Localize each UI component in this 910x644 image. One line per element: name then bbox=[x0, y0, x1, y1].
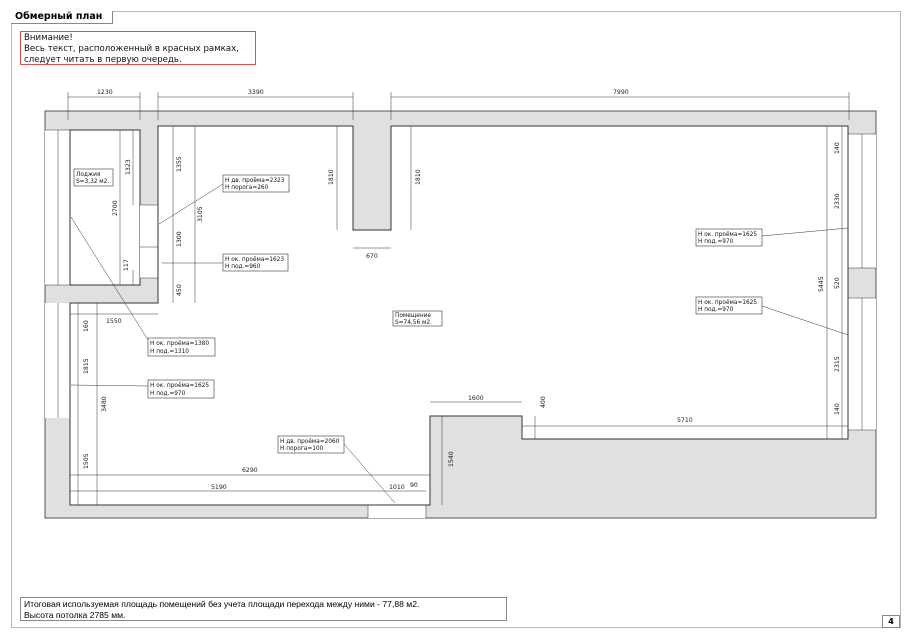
dim-label: 1010 bbox=[389, 484, 405, 491]
callout-line: Н дв. проёма=2060 bbox=[280, 439, 340, 445]
dim-label: 2330 bbox=[834, 193, 841, 209]
dimension-lines bbox=[67, 92, 850, 505]
callout-line: Н под.=970 bbox=[698, 307, 734, 313]
loggia-label-box bbox=[73, 168, 114, 187]
loggia-area: S=3,32 м2. bbox=[76, 179, 109, 185]
bottom-door-gap bbox=[368, 505, 426, 518]
dim-label: 1300 bbox=[176, 231, 183, 247]
dim-label: 5190 bbox=[211, 484, 227, 491]
dim-label: 160 bbox=[83, 320, 90, 332]
warning-line: следует читать в первую очередь. bbox=[24, 55, 182, 65]
loggia-label: Лоджия bbox=[76, 172, 100, 178]
dim-label: 1505 bbox=[83, 453, 90, 469]
dim-label: 1355 bbox=[176, 156, 183, 172]
dim-label: 3390 bbox=[248, 89, 264, 96]
loggia-opening bbox=[140, 205, 158, 278]
callout-line: Н ок. проёма=1625 bbox=[698, 300, 757, 306]
dim-label: 3105 bbox=[197, 206, 204, 222]
room-label-box bbox=[392, 310, 443, 327]
callout-line: Н под.=960 bbox=[225, 264, 261, 270]
summary-ceiling: Высота потолка 2785 мм. bbox=[24, 610, 126, 620]
dim-label: 1540 bbox=[448, 451, 455, 467]
callout-line: Н под.=1310 bbox=[150, 349, 189, 355]
dim-label: 6290 bbox=[242, 467, 258, 474]
dim-label: 2315 bbox=[834, 356, 841, 372]
dim-label: 1230 bbox=[97, 89, 113, 96]
loggia-room bbox=[69, 129, 141, 286]
dim-label: 140 bbox=[834, 403, 841, 415]
dim-label: 117 bbox=[123, 259, 130, 271]
dim-label: 1323 bbox=[125, 159, 132, 175]
dim-label: 1550 bbox=[106, 318, 122, 325]
callout-line: Н ок. проёма=1623 bbox=[225, 257, 284, 263]
summary-box: Итоговая используемая площадь помещений … bbox=[20, 597, 507, 621]
page-title: Обмерный план bbox=[11, 11, 114, 24]
dim-label: 1810 bbox=[415, 169, 422, 185]
dim-label: 2700 bbox=[112, 200, 119, 216]
dim-label: 520 bbox=[834, 277, 841, 289]
callout-line: Н ок. проёма=1625 bbox=[150, 383, 209, 389]
door-2323-box bbox=[222, 174, 290, 193]
room-label: Помещение bbox=[395, 313, 431, 319]
dim-label: 1600 bbox=[468, 395, 484, 402]
dim-label: 5445 bbox=[818, 276, 825, 292]
window-1623-box bbox=[222, 253, 289, 272]
dim-label: 670 bbox=[366, 253, 378, 260]
callout-line: Н под.=970 bbox=[150, 391, 186, 397]
callout-line: Н порога=260 bbox=[225, 185, 269, 191]
window-1380-box bbox=[147, 337, 216, 357]
dim-label: 5710 bbox=[677, 417, 693, 424]
loggia-window-strip bbox=[45, 130, 70, 285]
callout-line: Н ок. проёма=1625 bbox=[698, 232, 757, 238]
callout-line: Н дв. проёма=2323 bbox=[225, 178, 285, 184]
left-window-strip bbox=[45, 303, 70, 418]
page-frame bbox=[11, 11, 901, 628]
callout-line: Н ок. проёма=1380 bbox=[150, 341, 209, 347]
door-2060-box bbox=[277, 435, 345, 454]
leader-lines bbox=[70, 183, 849, 504]
dim-label: 1815 bbox=[83, 358, 90, 374]
dim-label: 1810 bbox=[328, 169, 335, 185]
callout-line: Н под.=970 bbox=[698, 239, 734, 245]
summary-area: Итоговая используемая площадь помещений … bbox=[24, 599, 420, 609]
dim-label: 450 bbox=[176, 284, 183, 296]
warning-box: Внимание! Весь текст, расположенный в кр… bbox=[20, 31, 256, 65]
main-room bbox=[69, 125, 849, 506]
callout-line: Н порога=100 bbox=[280, 446, 324, 452]
page-number: 4 bbox=[882, 615, 900, 628]
window-1625-right-a-box bbox=[695, 228, 763, 247]
warning-line: Весь текст, расположенный в красных рамк… bbox=[24, 44, 239, 54]
dim-label: 400 bbox=[540, 396, 547, 408]
dim-label: 3480 bbox=[101, 396, 108, 412]
dim-label: 90 bbox=[410, 482, 418, 489]
window-1625-right-b-box bbox=[695, 296, 763, 315]
dim-label: 140 bbox=[834, 142, 841, 154]
dim-label: 7990 bbox=[613, 89, 629, 96]
room-area: S=74,56 м2. bbox=[395, 320, 432, 326]
window-1625-left-box bbox=[147, 379, 215, 399]
warning-line: Внимание! bbox=[24, 33, 73, 43]
